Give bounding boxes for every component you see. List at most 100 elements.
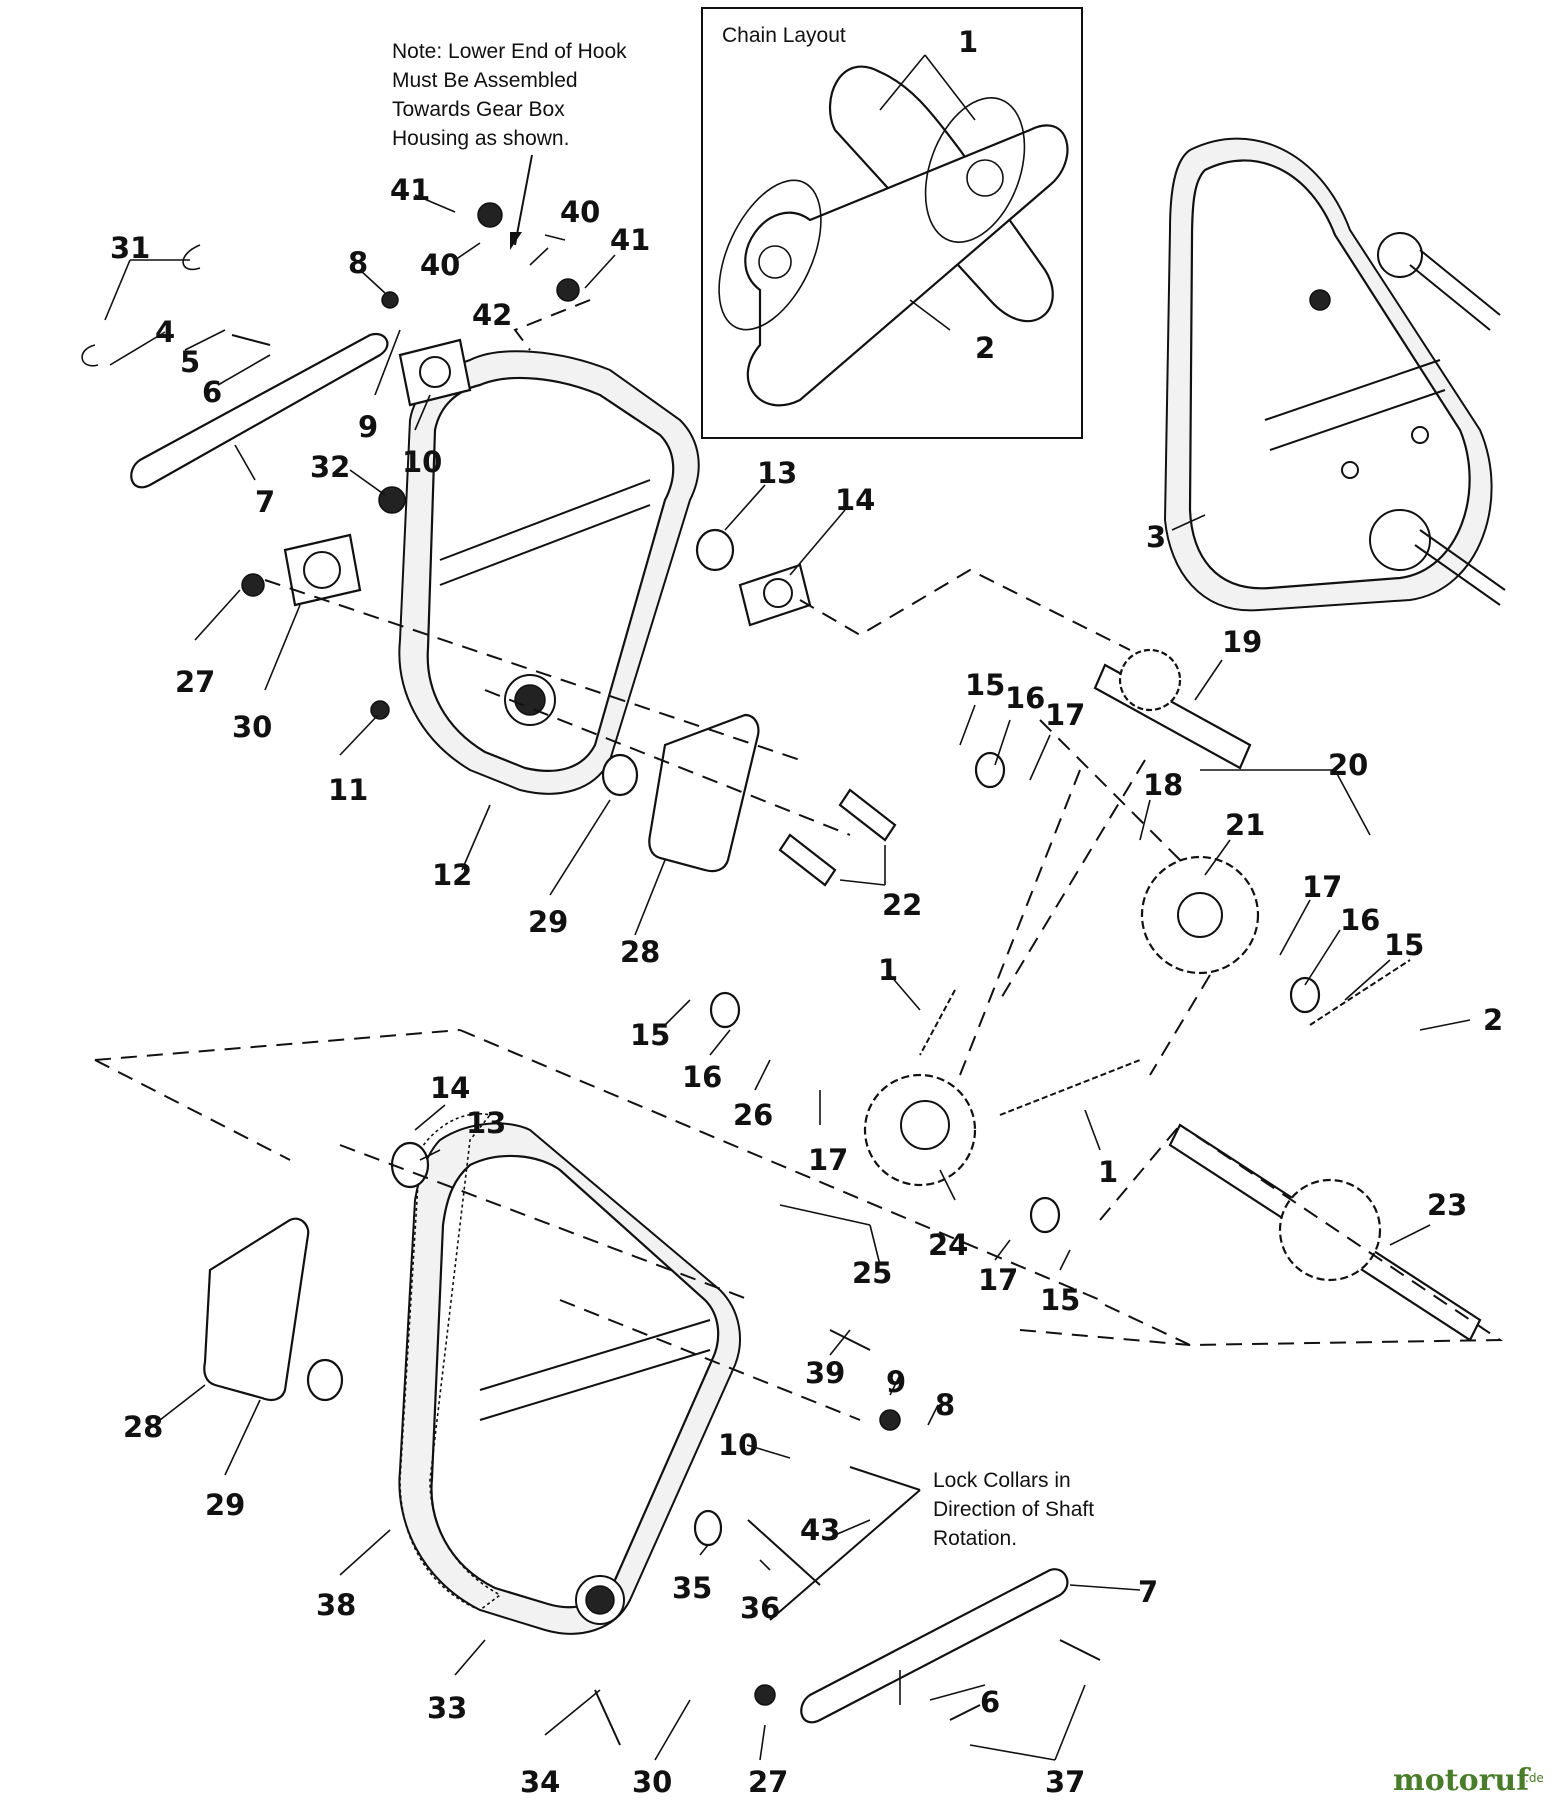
callout-6: 6 xyxy=(980,1685,1000,1719)
callout-10: 10 xyxy=(718,1428,758,1462)
axle-shaft-23 xyxy=(1168,1123,1482,1342)
chain-layout-inset: Chain Layout xyxy=(701,7,1083,439)
callout-9: 9 xyxy=(358,410,378,444)
watermark-suffix: .de xyxy=(1525,1771,1544,1785)
callout-33: 33 xyxy=(427,1691,467,1725)
upper-chain-case xyxy=(398,350,700,795)
chain-layout-title: Chain Layout xyxy=(722,24,846,47)
lock-collars-line-2: Direction of Shaft xyxy=(933,1498,1094,1521)
callout-37: 37 xyxy=(1045,1765,1085,1799)
callout-17: 17 xyxy=(978,1263,1018,1297)
gearbox-housing xyxy=(1163,137,1506,612)
callout-1: 1 xyxy=(1098,1155,1118,1189)
callout-38: 38 xyxy=(316,1588,356,1622)
hook-note-line-1: Note: Lower End of Hook xyxy=(392,40,627,63)
callout-30: 30 xyxy=(632,1765,672,1799)
alignment-lines xyxy=(94,299,1504,1421)
chain-layout-callout-1: 1 xyxy=(958,25,978,59)
callout-8: 8 xyxy=(348,246,368,280)
callout-39: 39 xyxy=(805,1356,845,1390)
callout-18: 18 xyxy=(1143,768,1183,802)
hook-note-line-2: Must Be Assembled xyxy=(392,69,578,92)
callout-31: 31 xyxy=(110,231,150,265)
intermediate-sprocket-21 xyxy=(1140,855,1260,975)
callout-40: 40 xyxy=(560,195,600,229)
callout-4: 4 xyxy=(155,315,175,349)
callout-13: 13 xyxy=(757,456,797,490)
callout-19: 19 xyxy=(1222,625,1262,659)
bolts xyxy=(231,334,1101,1746)
callout-43: 43 xyxy=(800,1513,840,1547)
motoruf-watermark: motoruf .de xyxy=(1393,1763,1544,1798)
upper-shaft-19 xyxy=(1093,648,1252,770)
plate-28-lower xyxy=(203,1217,310,1401)
hook-31 xyxy=(81,244,201,367)
callout-numbers: 41 40 42 40 41 31 4 5 6 7 8 9 10 32 27 3… xyxy=(110,25,1503,1799)
lower-sprocket-24 xyxy=(863,1073,977,1187)
callout-15: 15 xyxy=(1040,1283,1080,1317)
callout-24: 24 xyxy=(928,1228,968,1262)
callout-16: 16 xyxy=(682,1060,722,1094)
callout-5: 5 xyxy=(180,345,200,379)
callout-3: 3 xyxy=(1146,520,1166,554)
lock-collars-line-1: Lock Collars in xyxy=(933,1469,1071,1492)
hook-note-line-4: Housing as shown. xyxy=(392,127,569,150)
callout-7: 7 xyxy=(1138,1575,1158,1609)
callout-40: 40 xyxy=(420,248,460,282)
bearing-flange-30-upper xyxy=(283,533,362,607)
callout-34: 34 xyxy=(520,1765,560,1799)
callout-32: 32 xyxy=(310,450,350,484)
washers xyxy=(306,528,1321,1547)
callout-22: 22 xyxy=(882,888,922,922)
lower-chain-case xyxy=(398,1113,741,1635)
callout-11: 11 xyxy=(328,773,368,807)
plate-28-upper xyxy=(648,713,760,873)
lock-collars-note: Lock Collars in Direction of Shaft Rotat… xyxy=(769,1466,1094,1621)
callout-41: 41 xyxy=(610,223,650,257)
callout-10: 10 xyxy=(402,445,442,479)
callout-15: 15 xyxy=(630,1018,670,1052)
callout-8: 8 xyxy=(935,1388,955,1422)
callout-36: 36 xyxy=(740,1591,780,1625)
callout-13: 13 xyxy=(466,1106,506,1140)
callout-29: 29 xyxy=(205,1488,245,1522)
callout-20: 20 xyxy=(1328,748,1368,782)
callout-23: 23 xyxy=(1427,1188,1467,1222)
callout-1: 1 xyxy=(878,953,898,987)
callout-14: 14 xyxy=(835,483,875,517)
callout-6: 6 xyxy=(202,375,222,409)
callout-28: 28 xyxy=(123,1410,163,1444)
callout-21: 21 xyxy=(1225,808,1265,842)
callout-28: 28 xyxy=(620,935,660,969)
callout-2: 2 xyxy=(1483,1003,1503,1037)
callout-27: 27 xyxy=(748,1765,788,1799)
nuts xyxy=(241,202,901,1706)
callout-16: 16 xyxy=(1340,903,1380,937)
callout-17: 17 xyxy=(1045,698,1085,732)
callout-14: 14 xyxy=(430,1071,470,1105)
callout-16: 16 xyxy=(1005,681,1045,715)
callout-42: 42 xyxy=(472,298,512,332)
hook-note-line-3: Towards Gear Box xyxy=(392,98,565,121)
bearing-flange-14-upper xyxy=(738,563,812,627)
callout-17: 17 xyxy=(808,1143,848,1177)
link-bar-7-lower xyxy=(800,1568,1069,1724)
callout-41: 41 xyxy=(390,173,430,207)
callout-25: 25 xyxy=(852,1256,892,1290)
callout-27: 27 xyxy=(175,665,215,699)
hook-note: Note: Lower End of Hook Must Be Assemble… xyxy=(392,40,627,250)
callout-29: 29 xyxy=(528,905,568,939)
watermark-logo: motoruf xyxy=(1393,1763,1531,1798)
bearing-flange-10-upper xyxy=(398,338,472,407)
chain-layout-callout-2: 2 xyxy=(975,331,995,365)
callout-26: 26 xyxy=(733,1098,773,1132)
link-bar-7-upper xyxy=(130,332,389,489)
callout-17: 17 xyxy=(1302,870,1342,904)
spacers-22 xyxy=(778,788,897,887)
callout-35: 35 xyxy=(672,1571,712,1605)
callout-9: 9 xyxy=(886,1365,906,1399)
callout-7: 7 xyxy=(255,485,275,519)
lock-collars-line-3: Rotation. xyxy=(933,1527,1017,1550)
chain-segments xyxy=(919,959,1411,1116)
